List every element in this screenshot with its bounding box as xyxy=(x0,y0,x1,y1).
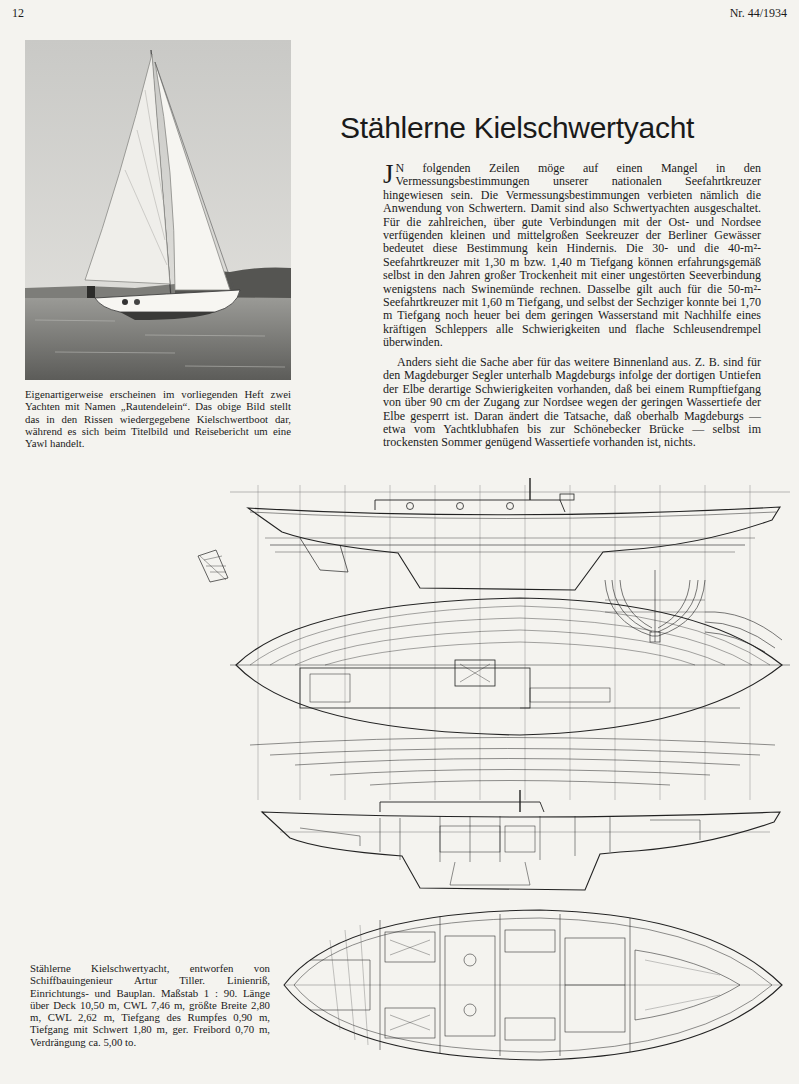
body-paragraph: JN folgenden Zeilen möge auf einen Mange… xyxy=(383,162,761,350)
yacht-photo xyxy=(25,40,291,380)
drawing-caption: Stählerne Kielschwertyacht, entworfen vo… xyxy=(30,962,270,1048)
issue-number: Nr. 44/1934 xyxy=(730,6,787,21)
page-title: Stählerne Kielschwertyacht xyxy=(340,110,694,146)
page-number: 12 xyxy=(12,6,24,21)
photo-caption: Eigenartigerweise erscheinen im vorliege… xyxy=(25,388,291,449)
body-paragraph: Anders sieht die Sache aber für das weit… xyxy=(383,356,761,450)
